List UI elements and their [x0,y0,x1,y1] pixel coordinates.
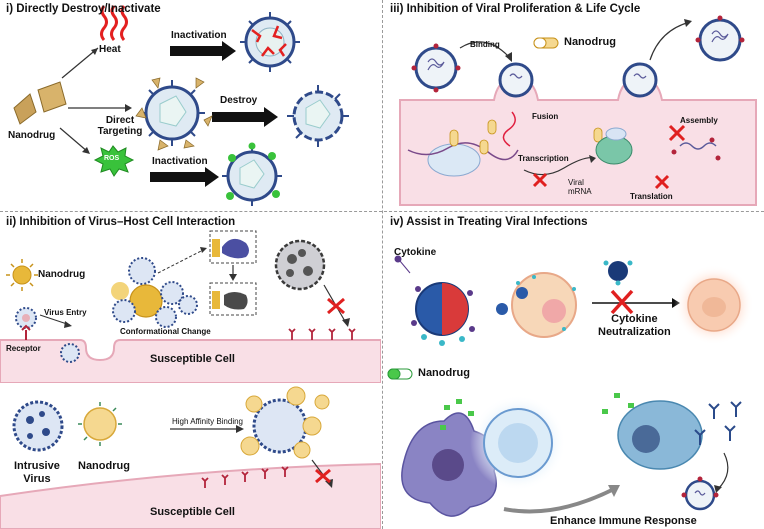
blocked-x-icon [315,468,331,484]
transcription-label: Transcription [518,154,569,163]
arrow-inactivation-top [170,41,236,61]
panel-viral-proliferation: iii) Inhibition of Viral Proliferation &… [384,0,764,210]
blocked-x-translation-icon [654,174,670,190]
virus-released-icon [695,15,745,62]
virus-binding-icon [498,62,534,98]
bound-virus-cluster-icon [240,386,330,459]
arrow-destroy [212,107,278,127]
panel-virus-host-interaction: ii) Inhibition of Virus–Host Cell Intera… [0,213,381,383]
panel-iib-graphics [0,386,381,529]
receptor-icon [21,324,31,340]
cytokine-cell-icon [411,282,475,346]
divider-left [0,211,382,212]
nanodrug-crystal-icon [37,81,67,113]
direct-targeting-label: Direct Targeting [97,115,143,137]
translation-label: Translation [630,192,673,201]
binding-label: Binding [470,40,500,49]
panel-title: iii) Inhibition of Viral Proliferation &… [390,3,641,15]
inactivation-label-bottom: Inactivation [152,156,208,167]
susceptible-cell-label: Susceptible Cell [150,506,235,518]
changed-spike-icon [224,292,248,310]
nanodrug-label: Nanodrug [418,367,470,379]
ros-burst-icon [93,145,135,177]
receptors-row-icon [201,466,289,488]
antibodies-icon [694,401,742,445]
blocked-x-assembly-icon [668,124,686,142]
blocked-x-icon [327,297,345,315]
viral-mrna-label: Viral mRNA [568,178,592,196]
virus-budding-icon [622,62,658,98]
panel-iv-graphics [387,255,754,517]
susceptible-cell-label: Susceptible Cell [150,353,235,365]
fusion-label: Fusion [532,112,559,121]
virus-inactivated-heat-icon [240,12,300,72]
heat-label: Heat [99,44,121,55]
panel-ii-graphics [0,230,381,383]
plasma-cell-icon [617,400,703,470]
virus-targeted-icon [135,77,213,151]
conformational-change-label: Conformational Change [120,327,211,336]
virus-destroyed-icon [287,85,349,147]
neutralizing-nanodrug-icon [603,260,633,286]
receptor-label: Receptor [6,344,41,353]
panel-title: ii) Inhibition of Virus–Host Cell Intera… [6,216,236,228]
nanodrug-label: Nanodrug [78,460,130,472]
arrow-binding [236,425,244,433]
nanodrug-crystal-icon [13,93,37,125]
cytokine-neutralization-label: Cytokine Neutralization [598,313,671,338]
spike-protein-icon [222,238,249,259]
blocked-x-transcription-icon [532,172,548,188]
intrusive-virus-label: Intrusive Virus [14,460,60,485]
virus-free-icon [411,43,461,93]
receptors-row-icon [288,328,356,340]
virus-cluster-icon [111,257,198,328]
divider-right [384,211,764,212]
virus-entry-icon [15,307,37,329]
arrow-inactivation-bottom [150,167,219,187]
panel-iii-graphics [399,15,757,206]
nanodrug-capsule-icon [533,37,559,49]
assembly-label: Assembly [680,116,718,125]
panel-title: iv) Assist in Treating Viral Infections [390,216,588,228]
high-affinity-label: High Affinity Binding [172,417,244,426]
inactive-virus-icon [274,239,326,291]
nanodrug-label: Nanodrug [8,130,56,141]
enhance-immune-label: Enhance Immune Response [550,515,697,527]
heat-icon [100,5,128,41]
blocked-x-icon [610,289,634,315]
susceptible-cell [0,462,381,529]
nanodrug-particle-icon [6,259,38,291]
neutralized-virus-icon [681,476,719,511]
cytokine-label: Cytokine [394,247,437,258]
panel-title: i) Directly Destroy/Inactivate [6,3,161,15]
inactivation-label-top: Inactivation [171,30,227,41]
virus-ros-inactivated-icon [222,142,282,206]
panel-assist-treatment: iv) Assist in Treating Viral Infections … [384,213,764,529]
destroy-label: Destroy [220,95,258,106]
nanodrug-label: Nanodrug [38,269,86,280]
intrusive-virus-icon [12,400,64,452]
activated-cell-icon [496,272,577,338]
t-cell-icon [483,408,553,478]
susceptible-cell [0,339,381,383]
panel-i-graphics [13,5,349,206]
nanodrug-particle-icon [78,402,122,446]
vertical-divider [382,0,383,529]
nanodrug-label: Nanodrug [564,36,616,48]
ros-label: ROS [104,155,120,162]
nanodrug-capsule-icon [387,368,413,380]
panel-directly-destroy: i) Directly Destroy/Inactivate Nanodrug … [0,0,381,210]
virus-entry-label: Virus Entry [44,308,87,317]
panel-high-affinity: Intrusive Virus Nanodrug High Affinity B… [0,384,381,529]
virus-in-pit-icon [60,343,80,363]
